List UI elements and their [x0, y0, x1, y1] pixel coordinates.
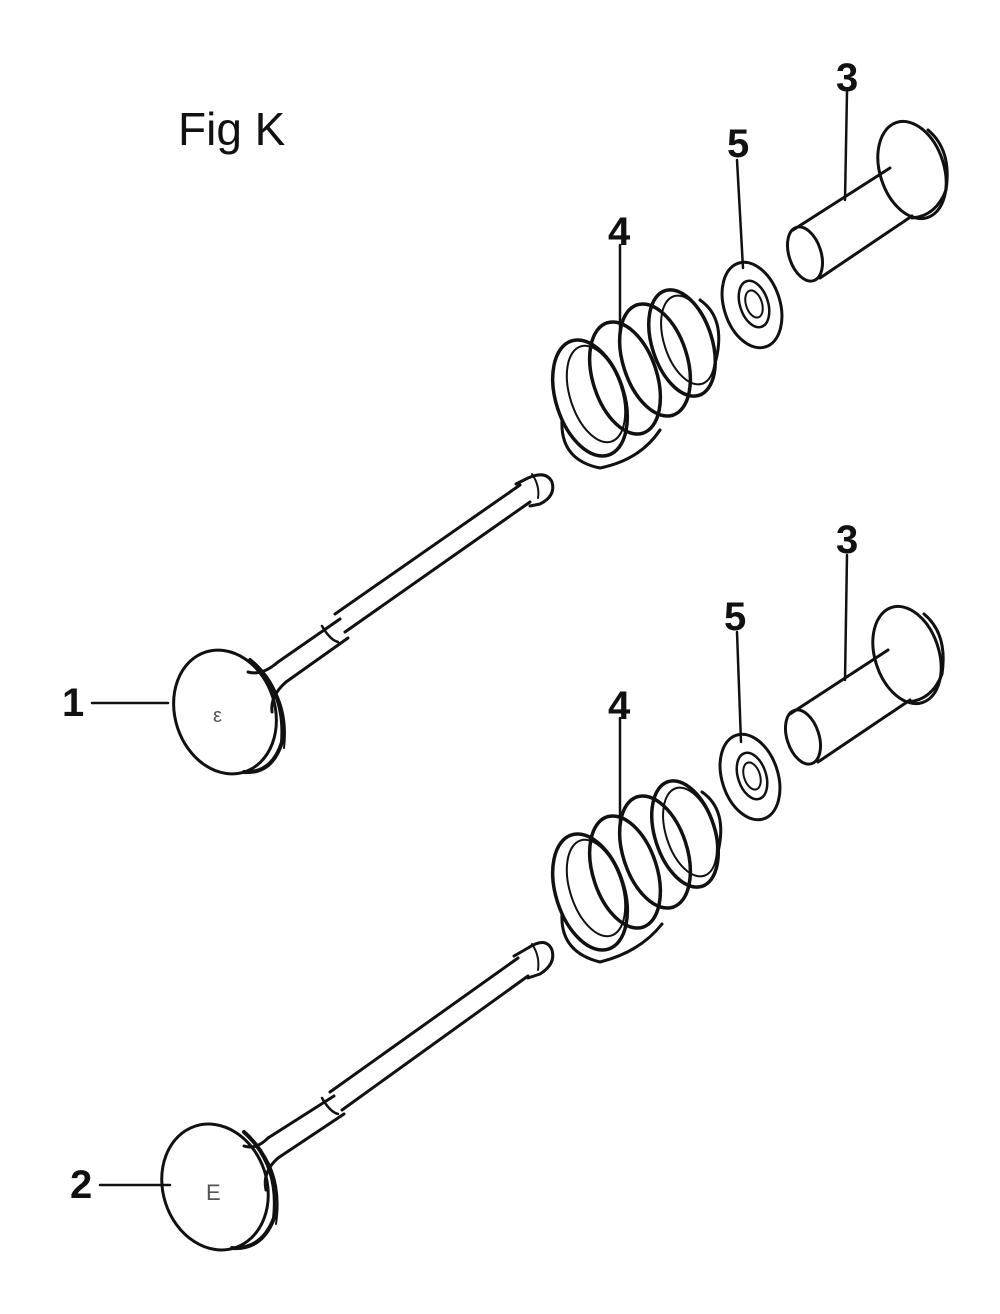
- upper-valve-seal: [720, 260, 784, 350]
- figure-title: Fig K: [178, 103, 286, 155]
- upper-valve-assembly: ε: [90, 90, 949, 776]
- callout-upper-3: 3: [836, 56, 859, 100]
- callout-upper-4: 4: [608, 210, 631, 254]
- callout-1: 1: [62, 681, 85, 725]
- lower-valve-assembly: Ε: [98, 553, 945, 1252]
- lower-valve-spring: [550, 779, 723, 964]
- leader-line-lower-3: [843, 553, 849, 682]
- callout-lower-4: 4: [608, 684, 631, 728]
- lower-valve-mark: Ε: [206, 1180, 221, 1205]
- callout-upper-5: 5: [727, 122, 750, 166]
- upper-valve-guide: [785, 119, 949, 283]
- upper-valve: ε: [172, 473, 555, 776]
- upper-valve-spring: [550, 288, 721, 470]
- leader-line-lower-5: [735, 630, 743, 744]
- upper-valve-mark: ε: [213, 705, 222, 727]
- callout-lower-3: 3: [836, 518, 859, 562]
- leader-line-upper-5: [735, 158, 745, 270]
- lower-valve-guide: [783, 604, 945, 766]
- lower-valve: Ε: [160, 941, 555, 1252]
- callout-2: 2: [70, 1163, 93, 1207]
- lower-valve-seal: [718, 732, 782, 822]
- leader-line-upper-3: [843, 90, 849, 202]
- callout-lower-5: 5: [724, 595, 747, 639]
